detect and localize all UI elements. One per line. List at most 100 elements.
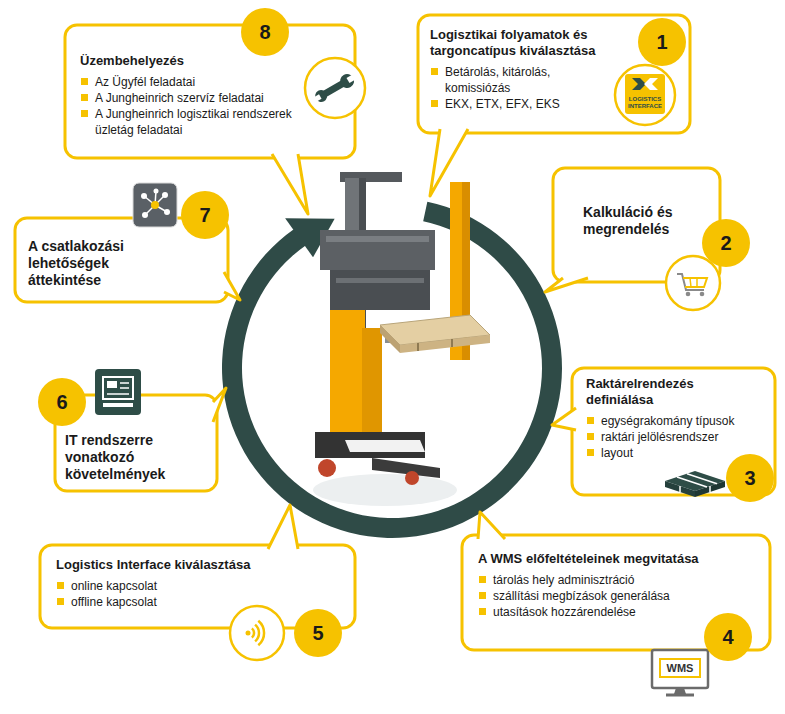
number-circle: [702, 219, 750, 267]
pallet-icon: [687, 474, 717, 484]
callout-outline: [418, 15, 690, 133]
callout-number: 8: [245, 20, 285, 44]
bullet-item: offline kapcsolat: [56, 594, 295, 610]
network-icon: [142, 212, 148, 218]
it-system-icon: [103, 403, 133, 407]
callout-heading: Kalkuláció és megrendelés: [583, 204, 700, 238]
callout-number: 2: [706, 231, 746, 255]
bullet-item: A Jungheinrich szervíz feladatai: [80, 90, 295, 106]
bullet-item: Betárolás, kitárolás, komissiózás: [430, 64, 610, 96]
callout-outline: [572, 368, 775, 495]
number-circle: [294, 609, 342, 657]
forklift-illustration: [315, 432, 425, 458]
forklift-illustration: [330, 310, 365, 438]
callout-box: A csatlakozási lehetőségek áttekintése: [15, 218, 228, 302]
bullet-item: raktári jelölésrendszer: [586, 429, 736, 445]
callout-outline: [462, 512, 770, 650]
cart-icon: [686, 292, 691, 297]
callout-number: 1: [642, 30, 682, 54]
number-circle: [38, 378, 86, 426]
bullet-item: tárolás hely adminisztráció: [478, 572, 720, 588]
pallet-icon: [709, 486, 711, 492]
callout-heading: Logistics Interface kiválasztása: [56, 557, 295, 573]
forklift-illustration: [400, 335, 490, 353]
callout-number: 4: [708, 625, 748, 649]
callout-heading: Raktárelrendezés definiálása: [586, 376, 736, 408]
callout-outline: [65, 25, 355, 214]
wrench-icon: [313, 94, 322, 102]
cart-icon: [683, 278, 707, 287]
forklift-illustration: [313, 172, 490, 506]
wrench-icon: [346, 74, 356, 83]
it-system-icon: [120, 382, 129, 384]
cycle-ring: [222, 202, 562, 538]
wrench-icon: [338, 71, 357, 90]
bullet-item: EKX, ETX, EFX, EKS: [430, 96, 610, 112]
network-icon: [151, 201, 159, 209]
icon-text: WMS: [660, 662, 700, 675]
number-circle: [181, 191, 229, 239]
wrench-icon: [313, 88, 329, 104]
forklift-illustration: [313, 474, 457, 506]
callout-outline: [272, 154, 308, 214]
network-icon: [164, 209, 170, 215]
callout-box: Logisztikai folyamatok és targoncatípus …: [418, 15, 690, 133]
pallet-icon: [665, 481, 695, 497]
callout-number: 3: [730, 466, 770, 490]
network-icon: [141, 193, 147, 199]
forklift-illustration: [380, 325, 400, 353]
callout-heading: IT rendszerre vonatkozó követelmények: [65, 432, 205, 483]
callout-outlines: [15, 15, 775, 650]
wms-monitor-icon: [652, 650, 708, 688]
forklift-illustration: [336, 278, 424, 283]
callout-heading: Logisztikai folyamatok és targoncatípus …: [430, 27, 610, 59]
callout-number: 7: [185, 203, 225, 227]
callout-outline: [430, 129, 468, 196]
wireless-icon: [230, 606, 284, 660]
number-circles: [38, 8, 774, 661]
logistics-interface-icon: [615, 65, 675, 125]
forklift-illustration: [405, 471, 419, 485]
callout-outline: [213, 388, 226, 422]
callout-box: Logistics Interface kiválasztása online k…: [40, 545, 355, 628]
bullet-item: online kapcsolat: [56, 578, 295, 594]
it-system-icon: [103, 377, 133, 399]
number-circle: [638, 18, 686, 66]
forklift-illustration: [362, 328, 382, 438]
network-icon: [133, 183, 177, 227]
logistics-interface-icon: [625, 74, 665, 114]
callout-outline: [545, 278, 588, 292]
bullet-item: utasítások hozzárendelése: [478, 604, 720, 620]
network-icon: [162, 192, 168, 198]
forklift-illustration: [417, 343, 419, 351]
wrench-icon: [311, 70, 359, 106]
wireless-icon: [255, 625, 259, 642]
callout-number: 6: [42, 390, 82, 414]
callout-outline: [478, 512, 505, 539]
bullet-item: layout: [586, 445, 736, 461]
callout-outline: [268, 505, 298, 549]
forklift-illustration: [326, 236, 429, 242]
callout-box: Kalkuláció és megrendelés: [553, 168, 720, 282]
bullet-item: egységrakomány típusok: [586, 413, 736, 429]
wms-monitor-icon: [652, 650, 708, 695]
wireless-icon: [252, 628, 254, 637]
number-circle: [704, 613, 752, 661]
callout-number: 5: [298, 621, 338, 645]
wms-monitor-icon: [674, 688, 686, 694]
callout-outline: [40, 505, 355, 628]
logistics-interface-icon: [644, 78, 658, 90]
pallet-icon: [679, 486, 681, 492]
it-system-icon: [107, 381, 117, 388]
wrench-icon: [305, 58, 365, 118]
logistics-interface-icon: [632, 78, 646, 90]
callout-outline: [462, 535, 770, 650]
callout-heading: A WMS előfeltételeinek megvitatása: [478, 551, 720, 567]
wms-monitor-icon: [660, 659, 700, 677]
number-circle: [241, 8, 289, 56]
cart-icon: [696, 278, 698, 287]
logo-text: LOGISTICS INTERFACE: [625, 96, 665, 110]
cart-icon: [690, 278, 691, 287]
cart-icon: [666, 256, 720, 310]
